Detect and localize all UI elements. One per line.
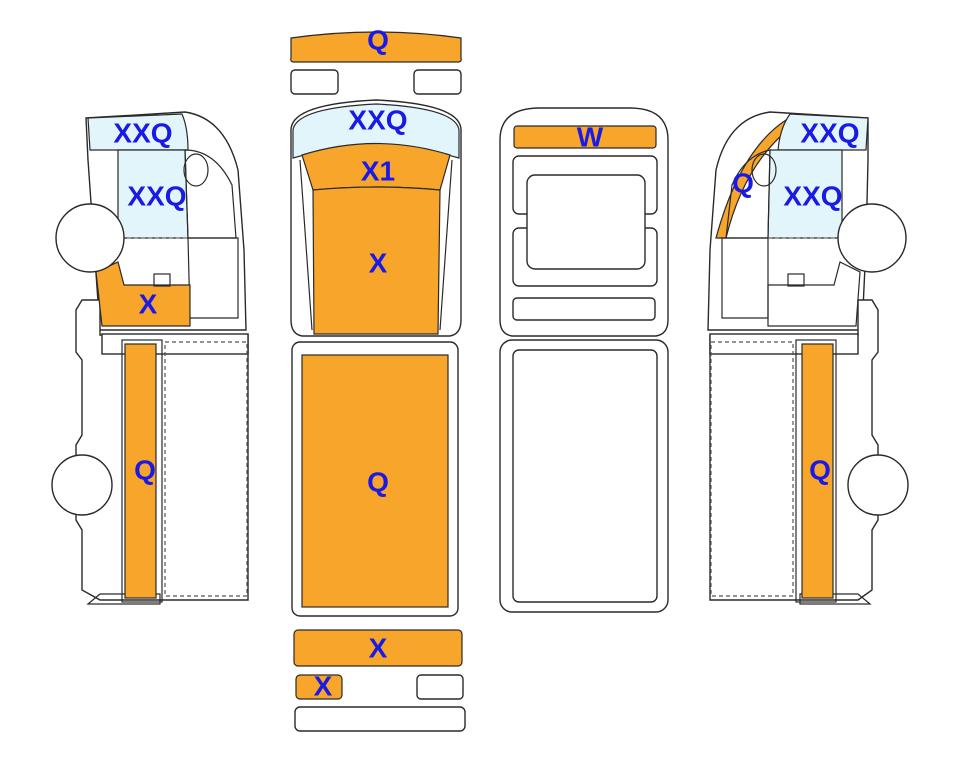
label-rear-window: W: [577, 122, 604, 153]
top-view: Q XXQ X1 X Q X X: [290, 25, 466, 732]
label-right-side-panel: Q: [809, 455, 831, 486]
left-vent-window: [184, 149, 237, 239]
left-side-view: XXQ XXQ X Q: [51, 111, 249, 605]
label-left-side-panel: Q: [134, 455, 156, 486]
front-bumper: [290, 31, 462, 63]
label-left-lower-front: X: [139, 289, 158, 320]
rear-window: [513, 125, 657, 149]
right-side-panel: [801, 343, 834, 599]
label-left-window-door: XXQ: [127, 181, 186, 212]
left-step: [153, 273, 171, 287]
front-light-right: [413, 69, 462, 95]
label-hood-front: X1: [361, 156, 395, 187]
left-sill: [101, 333, 249, 355]
cab-edge-right: [439, 159, 453, 331]
label-left-window-top: XXQ: [113, 118, 172, 149]
rear-view: W: [499, 107, 669, 613]
right-side-view: Q XXQ XXQ Q: [707, 111, 909, 605]
label-rear-small: X: [314, 671, 333, 702]
rear-small-panel: [295, 674, 343, 700]
right-lower-front: [767, 261, 861, 327]
right-step: [787, 273, 805, 287]
label-roof: Q: [367, 467, 389, 498]
left-rear-foot: [86, 593, 161, 605]
label-hood: X: [369, 248, 388, 279]
label-right-window-door: XXQ: [783, 181, 842, 212]
left-front-wheel: [55, 203, 125, 273]
rear-step: [294, 706, 466, 732]
right-front-wheel: [837, 203, 907, 273]
left-panel-frame: [121, 339, 163, 603]
right-vent-window: [725, 149, 771, 239]
hood: [312, 186, 441, 335]
cab-edge-left: [299, 159, 313, 331]
rear-bumper: [293, 629, 463, 667]
label-right-window-top: XXQ: [800, 118, 859, 149]
rear-box-panel: [512, 349, 658, 603]
left-rear-wheel: [51, 454, 113, 516]
right-panel-frame: [795, 339, 837, 603]
front-light-left: [290, 69, 339, 95]
label-right-a-pillar: Q: [732, 168, 754, 199]
right-rear-wheel: [847, 454, 909, 516]
left-mirror: [183, 153, 209, 187]
rear-light-right: [416, 674, 464, 700]
label-windshield: XXQ: [348, 105, 407, 136]
left-side-panel: [124, 343, 157, 599]
roof: [301, 354, 449, 608]
label-front-bumper: Q: [367, 25, 389, 56]
left-lower-front-panel: [95, 261, 191, 327]
label-rear-bumper: X: [369, 633, 388, 664]
rear-strip: [512, 297, 656, 321]
right-rear-foot: [799, 593, 872, 605]
rear-center-window: [526, 174, 646, 270]
right-mirror: [751, 153, 777, 187]
